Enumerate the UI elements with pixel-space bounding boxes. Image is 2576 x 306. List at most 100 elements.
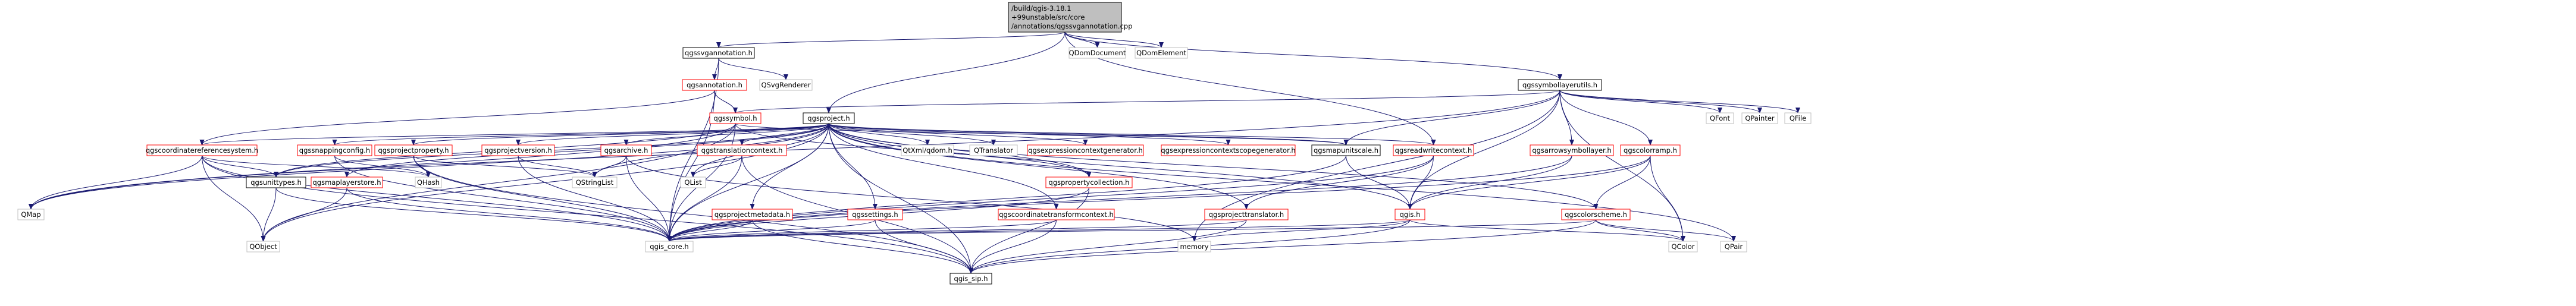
node-label: QDomDocument [1069, 49, 1126, 57]
node-box [146, 144, 258, 156]
edge-qgsproject-h-to-qgsprojectmetadata-h [750, 123, 829, 210]
node-qgsarchive-h[interactable]: qgsarchive.h [600, 144, 652, 156]
node-qgssymbollayerutils-h[interactable]: qgssymbollayerutils.h [1518, 79, 1602, 91]
edge-qgsprojectproperty-h-to-qstringlist [413, 155, 597, 178]
node-label: qgis_core.h [650, 242, 688, 251]
node-memory: memory [1177, 241, 1211, 253]
node-label: qgsunittypes.h [250, 178, 302, 187]
node-box [1668, 241, 1698, 253]
edge-qgsarchive-h-to-qgis-core-h [626, 155, 672, 242]
node-label: QObject [249, 242, 277, 251]
node-label: QHash [417, 178, 440, 187]
edge-qgsmaplayerstore-h-to-qgis-core-h [346, 187, 672, 242]
edge-qgscolorramp-h-to-qgis-core-h [667, 155, 1651, 242]
edge-qgscoordinatereferencesystem-h-to-qobject [202, 155, 266, 242]
node-qgscolorscheme-h[interactable]: qgscolorscheme.h [1561, 209, 1631, 220]
node-qgssnappingconfig-h[interactable]: qgssnappingconfig.h [297, 144, 372, 156]
node-label: QFile [1790, 114, 1806, 122]
node-qgsannotation-h[interactable]: qgsannotation.h [682, 79, 747, 91]
node-box [901, 144, 954, 156]
node-label: qgscoordinatereferencesystem.h [146, 146, 258, 154]
node-qgscolorramp-h[interactable]: qgscolorramp.h [1620, 144, 1681, 156]
edge-qgssettings-h-to-qgis-core-h [667, 219, 876, 242]
edge-root-to-qdomelement [1064, 31, 1164, 48]
node-label: qgssymbol.h [713, 114, 757, 122]
node-qgssymbol-h[interactable]: qgssymbol.h [709, 112, 761, 124]
node-qgis-h[interactable]: qgis.h [1394, 209, 1425, 220]
node-box [1784, 112, 1812, 124]
edge-qgsmapunitscale-h-to-qgis-core-h [667, 155, 1346, 242]
edge-qgsproject-h-to-qobject [261, 123, 829, 242]
node-box [712, 209, 793, 220]
edge-qgsprojectmetadata-h-to-qgis-core-h [667, 219, 753, 242]
node-label: qgsannotation.h [687, 81, 742, 89]
root-label-line: +99unstable/src/core [1011, 13, 1085, 21]
node-qgsprojecttranslator-h[interactable]: qgsprojecttranslator.h [1204, 209, 1289, 220]
node-label: QDomElement [1136, 49, 1186, 57]
node-box [709, 112, 761, 124]
node-qgsexpressioncontextgenerator-h[interactable]: qgsexpressioncontextgenerator.h [1027, 144, 1144, 156]
node-qlist: QList [680, 176, 706, 188]
edge-qgsproject-h-to-qgsprojectversion-h [516, 123, 829, 146]
node-qgsarrowsymbollayer-h[interactable]: qgsarrowsymbollayer.h [1530, 144, 1614, 156]
node-qgis-sip-h[interactable]: qgis_sip.h [949, 273, 992, 285]
node-qgsprojectmetadata-h[interactable]: qgsprojectmetadata.h [712, 209, 793, 220]
node-qdomelement: QDomElement [1135, 47, 1188, 59]
node-qgssettings-h[interactable]: qgssettings.h [847, 209, 903, 220]
node-box [969, 144, 1018, 156]
edge-root-to-qgsproject-h [826, 31, 1066, 113]
node-box [1045, 176, 1133, 188]
node-box [682, 47, 755, 59]
edge-qgis-h-to-qcolor [1409, 219, 1685, 242]
edge-qgsreadwritecontext-h-to-qgsprojecttranslator-h [1244, 155, 1434, 210]
node-qgsproject-h[interactable]: qgsproject.h [803, 112, 855, 124]
node-label: qgssvgannotation.h [685, 49, 753, 57]
node-qgsreadwritecontext-h[interactable]: qgsreadwritecontext.h [1393, 144, 1474, 156]
node-qfont: QFont [1706, 112, 1734, 124]
edge-qgsproject-h-to-qtranslator [828, 123, 996, 146]
node-qgstranslationcontext-h[interactable]: qgstranslationcontext.h [697, 144, 787, 156]
node-box [847, 209, 903, 220]
edge-qgsproject-h-to-qgsprojecttranslator-h [828, 123, 1249, 210]
node-qgsunittypes-h[interactable]: qgsunittypes.h [246, 176, 306, 188]
node-qgsexpressioncontextscopegenerator-h[interactable]: qgsexpressioncontextscopegenerator.h [1161, 144, 1296, 156]
node-label: QFont [1710, 114, 1731, 122]
node-qgssvgannotation-h[interactable]: qgssvgannotation.h [682, 47, 755, 59]
node-box [1394, 209, 1425, 220]
node-box [17, 209, 45, 220]
node-qgspropertycollection-h[interactable]: qgspropertycollection.h [1045, 176, 1133, 188]
node-label: QtXml/qdom.h [902, 146, 952, 154]
edge-qgscoordinatereferencesystem-h-to-qgsunittypes-h [202, 155, 278, 178]
edge-qgsproject-h-to-qgsreadwritecontext-h [828, 123, 1436, 146]
node-label: QPainter [1745, 114, 1775, 122]
edge-qgsmaplayerstore-h-to-qobject [261, 187, 347, 242]
node-qgscoordinatetransformcontext-h[interactable]: qgscoordinatetransformcontext.h [998, 209, 1115, 220]
edge-qgstranslationcontext-h-to-qgis-core-h [667, 155, 742, 242]
node-qgsmaplayerstore-h[interactable]: qgsmaplayerstore.h [311, 176, 383, 188]
node-qpainter: QPainter [1741, 112, 1778, 124]
node-label: qgssettings.h [852, 210, 898, 219]
root-label-line: /build/qgis-3.18.1 [1011, 4, 1071, 12]
node-label: qgscoordinatetransformcontext.h [999, 210, 1114, 219]
node-box [680, 176, 706, 188]
edge-qgsproject-h-to-qtxml-qdom-h [828, 123, 930, 146]
node-qgsprojectversion-h[interactable]: qgsprojectversion.h [481, 144, 555, 156]
node-box [1311, 144, 1381, 156]
node-box [1177, 241, 1211, 253]
node-qgsmapunitscale-h[interactable]: qgsmapunitscale.h [1311, 144, 1381, 156]
node-box [1135, 47, 1188, 59]
node-qsvgrenderer: QSvgRenderer [759, 79, 813, 91]
edge-qgstranslationcontext-h-to-qlist [691, 155, 742, 178]
edge-qgscolorramp-h-to-qgis-h [1408, 155, 1651, 210]
node-qgscoordinatereferencesystem-h[interactable]: qgscoordinatereferencesystem.h [146, 144, 258, 156]
edge-qgsreadwritecontext-h-to-qgis-h [1408, 155, 1434, 210]
node-box [481, 144, 555, 156]
node-box [998, 209, 1115, 220]
node-label: qgis.h [1400, 210, 1421, 219]
node-label: QStringList [576, 178, 614, 187]
node-qgsprojectproperty-h[interactable]: qgsprojectproperty.h [374, 144, 453, 156]
node-box [682, 79, 747, 91]
node-qobject: QObject [246, 241, 280, 253]
node-label: qgscolorscheme.h [1565, 210, 1627, 219]
